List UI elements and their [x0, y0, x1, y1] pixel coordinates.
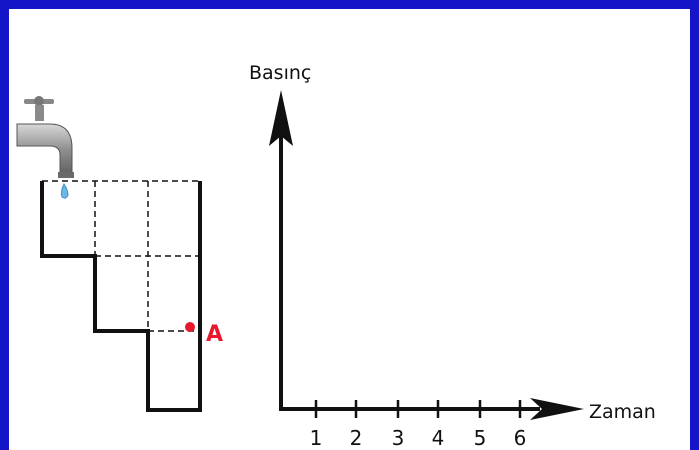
- x-tick-label-6: 6: [514, 426, 527, 450]
- faucet-icon: [16, 96, 74, 178]
- x-tick-label-5: 5: [474, 426, 487, 450]
- x-tick-label-2: 2: [350, 426, 363, 450]
- x-tick-label-1: 1: [310, 426, 323, 450]
- x-axis-arrowhead: [530, 398, 584, 420]
- x-axis-label: Zaman: [589, 401, 656, 423]
- tank-outline: [40, 181, 202, 412]
- y-axis-arrowhead: [269, 90, 293, 146]
- point-a-marker: [185, 322, 195, 332]
- x-axis-ticks: 1 2 3 4 5 6: [310, 400, 527, 450]
- y-axis-label: Basınç: [249, 62, 311, 84]
- x-tick-label-3: 3: [392, 426, 405, 450]
- x-tick-label-4: 4: [432, 426, 445, 450]
- x-axis: [279, 398, 584, 420]
- y-axis: [269, 90, 293, 410]
- water-drop-icon: [60, 183, 69, 199]
- point-a-label: A: [206, 322, 223, 347]
